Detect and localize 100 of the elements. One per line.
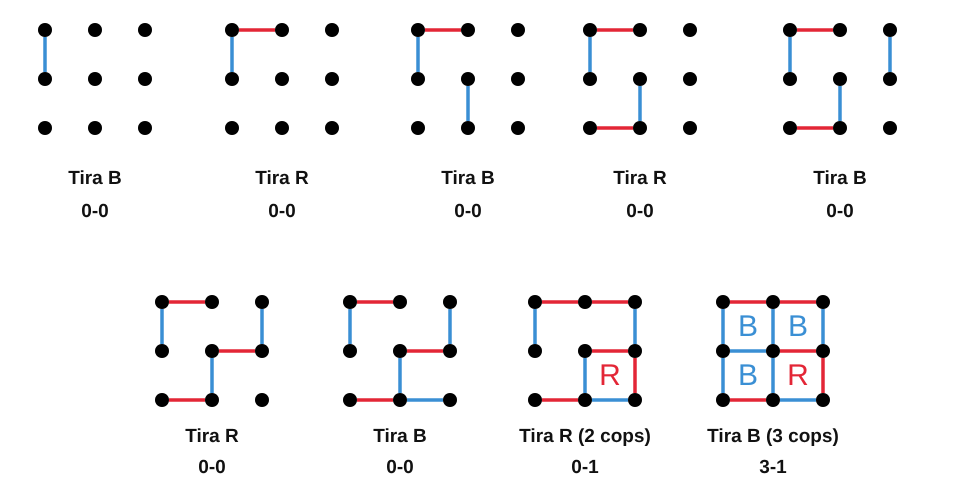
game-line xyxy=(542,300,578,304)
move-caption: Tira B xyxy=(812,168,868,190)
dot xyxy=(393,393,407,407)
dot xyxy=(275,72,289,86)
dot xyxy=(325,121,339,135)
game-line xyxy=(592,398,628,402)
dot xyxy=(275,23,289,37)
dot xyxy=(528,295,542,309)
game-line xyxy=(771,358,775,393)
move-caption: Tira R xyxy=(184,426,240,448)
move-caption: Tira R xyxy=(612,168,668,190)
game-line xyxy=(721,309,725,344)
score-text: 0-0 xyxy=(80,201,110,223)
dot xyxy=(343,295,357,309)
score-text: 0-0 xyxy=(453,201,483,223)
dot xyxy=(683,121,697,135)
game-line xyxy=(730,398,766,402)
game-line xyxy=(416,37,420,72)
dot xyxy=(511,121,525,135)
game-line xyxy=(730,300,766,304)
game-line xyxy=(888,37,892,72)
game-line xyxy=(407,398,443,402)
game-line xyxy=(583,358,587,393)
game-line xyxy=(239,28,275,32)
dot xyxy=(633,23,647,37)
game-line xyxy=(771,309,775,344)
box-owner-letter: B xyxy=(788,310,808,342)
game-line xyxy=(348,309,352,344)
move-caption: Tira B xyxy=(67,168,123,190)
dot xyxy=(783,72,797,86)
dot xyxy=(461,72,475,86)
dot xyxy=(683,23,697,37)
game-line xyxy=(633,358,637,393)
move-caption: Tira B xyxy=(440,168,496,190)
score-text: 0-0 xyxy=(385,457,415,479)
dot xyxy=(816,295,830,309)
dot xyxy=(205,295,219,309)
game-line xyxy=(780,300,816,304)
dot xyxy=(138,23,152,37)
game-line xyxy=(357,300,393,304)
dot xyxy=(225,72,239,86)
game-line xyxy=(398,358,402,393)
dot xyxy=(816,344,830,358)
dot xyxy=(578,295,592,309)
dot xyxy=(155,393,169,407)
dot xyxy=(716,393,730,407)
dot xyxy=(511,72,525,86)
dot xyxy=(766,393,780,407)
game-line xyxy=(43,37,47,72)
dot xyxy=(766,344,780,358)
dot xyxy=(443,393,457,407)
dot xyxy=(833,121,847,135)
dot xyxy=(275,121,289,135)
dot xyxy=(325,72,339,86)
score-text: 0-0 xyxy=(825,201,855,223)
dot xyxy=(511,23,525,37)
dot xyxy=(255,344,269,358)
game-line xyxy=(780,398,816,402)
dot xyxy=(628,344,642,358)
dot xyxy=(833,72,847,86)
dot xyxy=(411,72,425,86)
score-text: 0-1 xyxy=(570,457,600,479)
box-owner-letter: R xyxy=(787,360,809,392)
game-line xyxy=(721,358,725,393)
game-line xyxy=(838,86,842,121)
dot xyxy=(38,72,52,86)
dot xyxy=(343,393,357,407)
game-line xyxy=(821,309,825,344)
dot xyxy=(225,121,239,135)
dot xyxy=(88,121,102,135)
dot xyxy=(583,121,597,135)
dot xyxy=(255,295,269,309)
dot xyxy=(155,344,169,358)
dot xyxy=(633,121,647,135)
dot xyxy=(343,344,357,358)
dot xyxy=(766,295,780,309)
score-text: 0-0 xyxy=(267,201,297,223)
dot xyxy=(833,23,847,37)
game-line xyxy=(597,28,633,32)
game-line xyxy=(780,349,816,353)
dot xyxy=(205,344,219,358)
dot xyxy=(88,23,102,37)
game-line xyxy=(448,309,452,344)
game-line xyxy=(466,86,470,121)
dot xyxy=(683,72,697,86)
game-line xyxy=(730,349,766,353)
dot xyxy=(583,72,597,86)
game-line xyxy=(230,37,234,72)
dot xyxy=(325,23,339,37)
game-line xyxy=(533,309,537,344)
game-line xyxy=(592,349,628,353)
dot xyxy=(783,121,797,135)
game-line xyxy=(633,309,637,344)
game-line xyxy=(797,126,833,130)
dot xyxy=(816,393,830,407)
dot xyxy=(578,344,592,358)
game-line xyxy=(425,28,461,32)
game-line xyxy=(638,86,642,121)
game-line xyxy=(592,300,628,304)
dot xyxy=(883,23,897,37)
